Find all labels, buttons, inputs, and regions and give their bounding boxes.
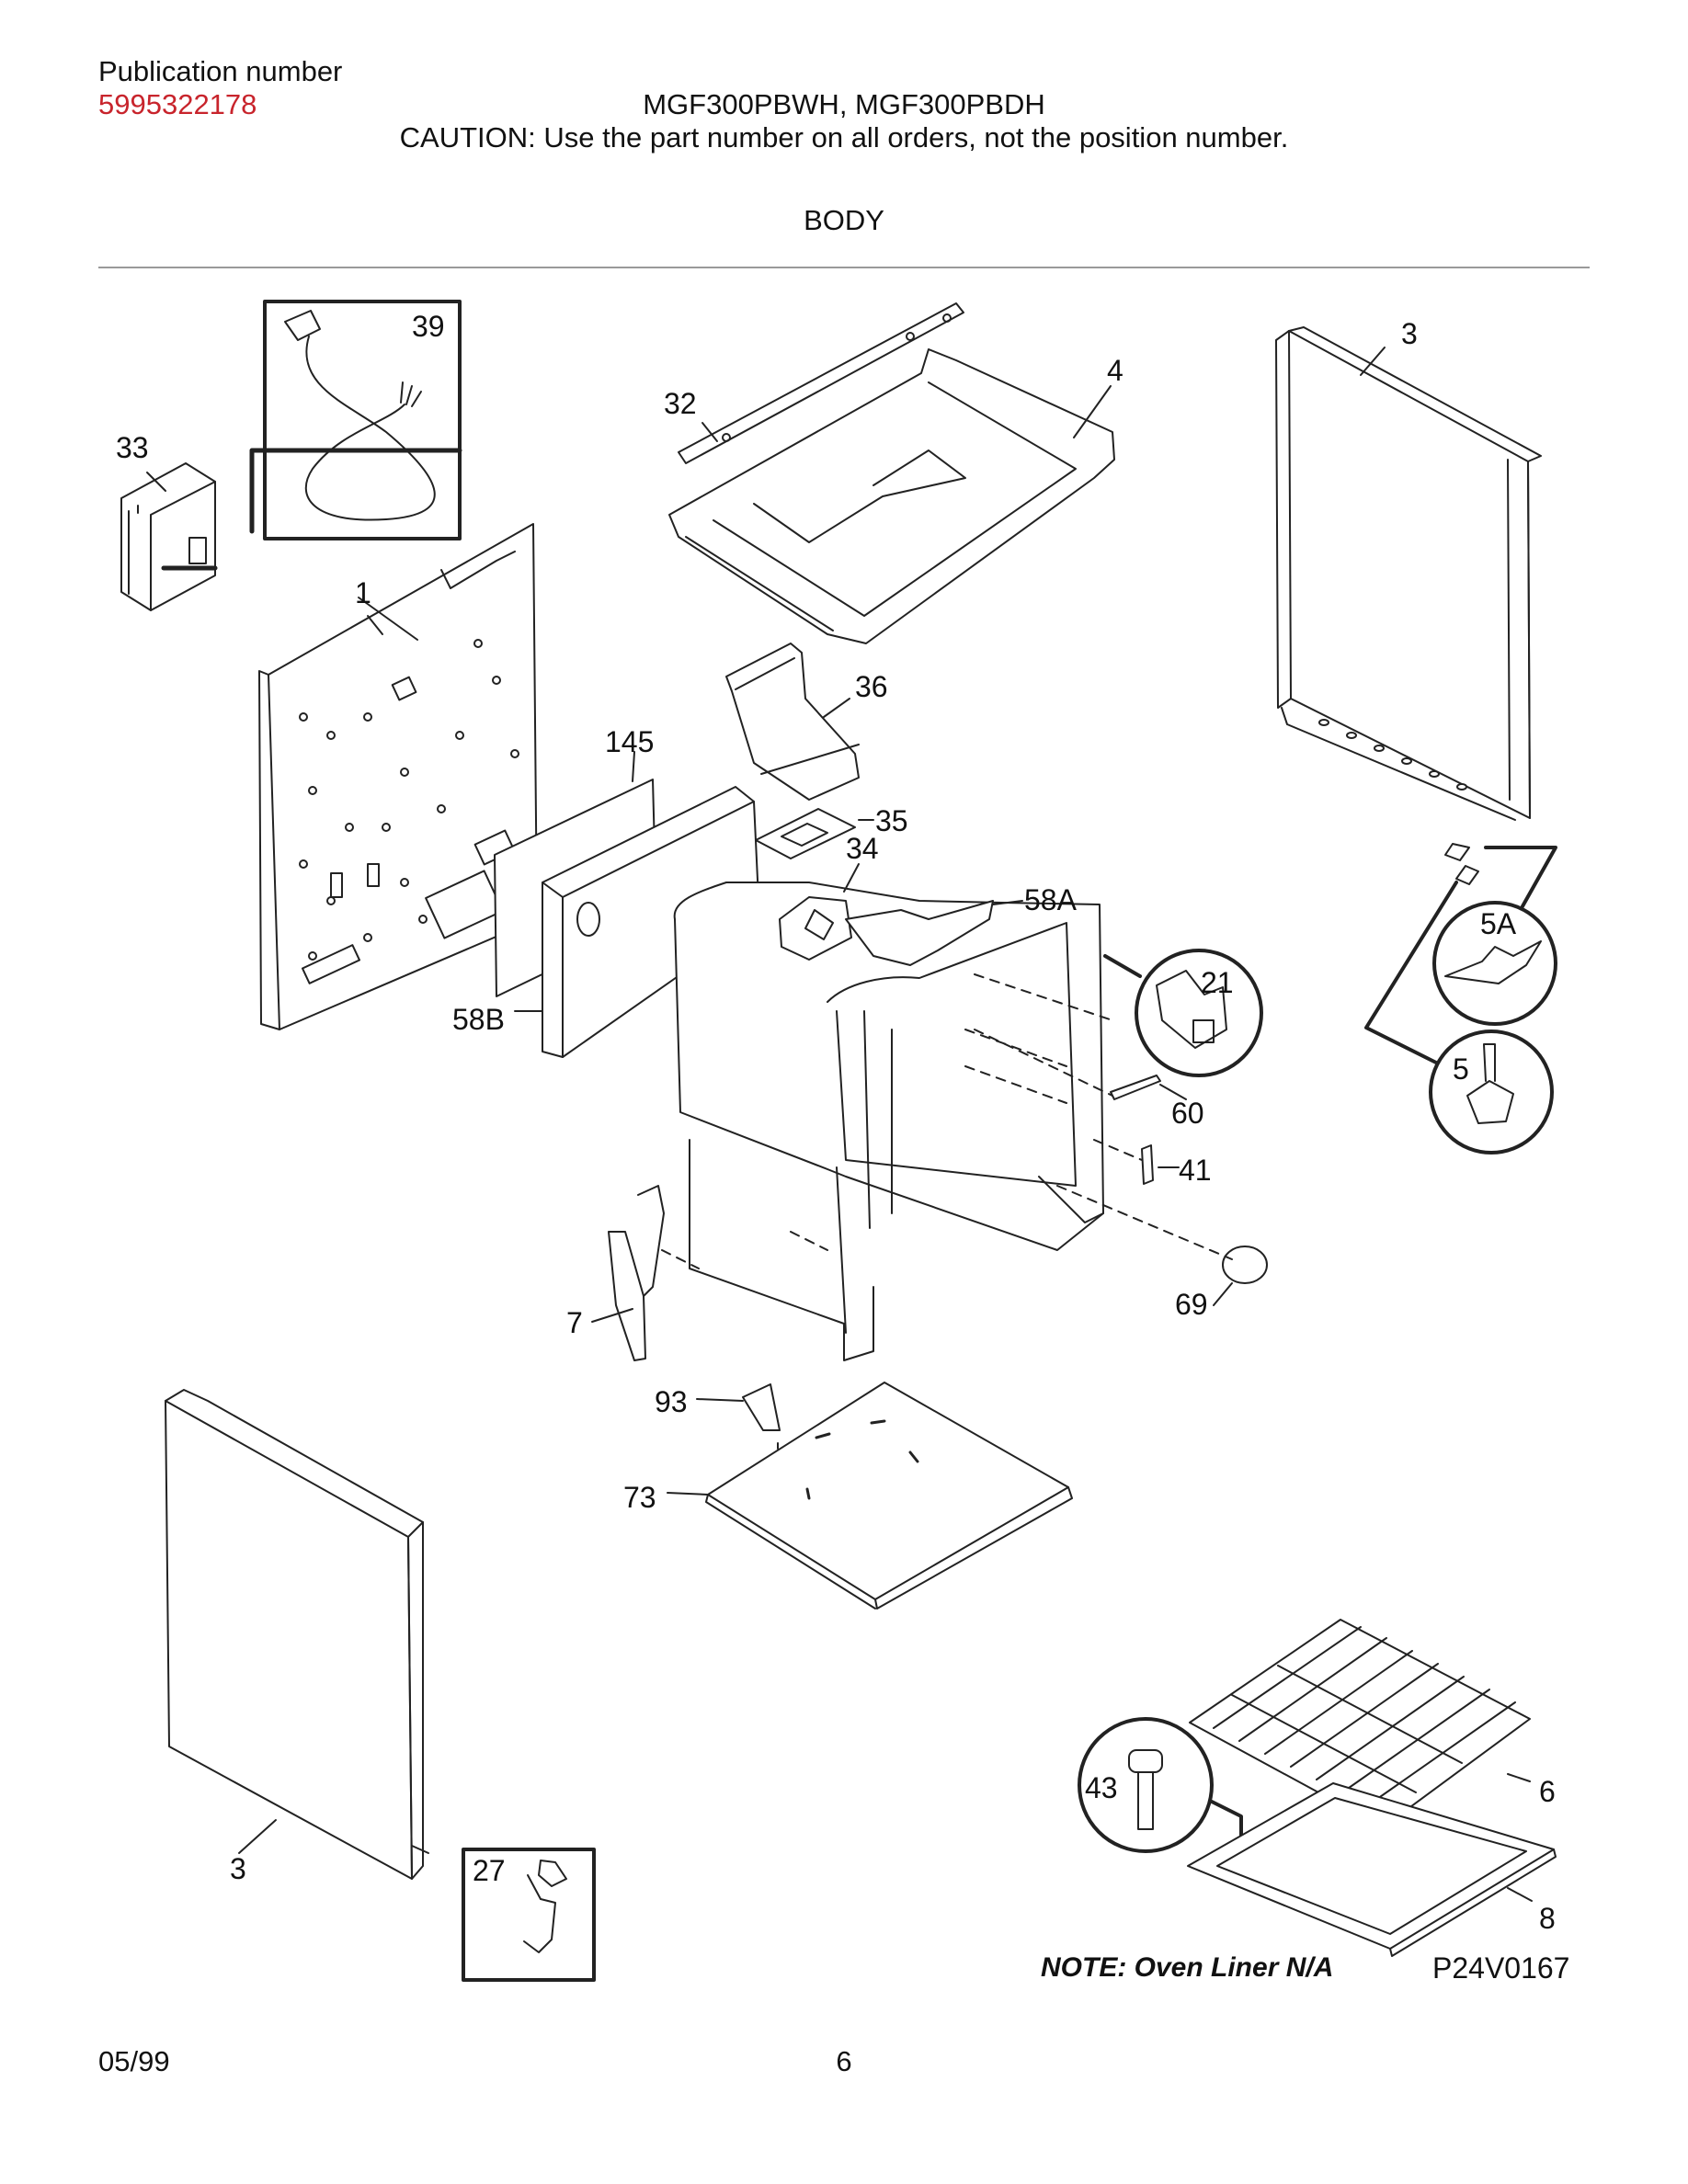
callout-69: 69 xyxy=(1175,1288,1208,1321)
power-cord-part-39 xyxy=(249,300,462,540)
callout-8: 8 xyxy=(1539,1902,1556,1935)
inset-part-21 xyxy=(1103,949,1263,1077)
section-title: BODY xyxy=(804,204,884,236)
hinge-parts xyxy=(974,973,1268,1306)
callout-34: 34 xyxy=(846,832,879,865)
hinge-part-7 xyxy=(608,1185,828,1361)
back-panel-part-1 xyxy=(258,523,538,1030)
callout-labels: 39 33 32 4 3 1 36 145 35 34 58A 5A 21 5 … xyxy=(116,310,1569,1985)
publication-number: 5995322178 xyxy=(98,88,257,120)
footer-date: 05/99 xyxy=(98,2045,170,2077)
oven-liner-part-8 xyxy=(1187,1782,1557,1957)
plate-part-35 xyxy=(755,808,874,859)
screw-inset-part-43 xyxy=(1078,1717,1243,1853)
burner-part-34 xyxy=(779,896,852,961)
callout-7: 7 xyxy=(566,1306,583,1339)
callout-93: 93 xyxy=(655,1385,688,1418)
callout-43: 43 xyxy=(1085,1771,1118,1804)
callout-6: 6 xyxy=(1539,1775,1556,1808)
callout-39: 39 xyxy=(412,310,445,343)
callout-33: 33 xyxy=(116,431,149,464)
callout-21: 21 xyxy=(1201,966,1234,999)
callout-32: 32 xyxy=(664,387,697,420)
callout-5A: 5A xyxy=(1480,907,1517,940)
side-panel-part-3-left xyxy=(165,1389,429,1880)
insulation-part-58B xyxy=(542,786,760,1058)
callout-leaders xyxy=(146,347,1533,1902)
drawing-code: P24V0167 xyxy=(1432,1951,1569,1985)
callout-35: 35 xyxy=(875,804,908,837)
callout-3-top: 3 xyxy=(1401,317,1418,350)
cooktop-support-part-4 xyxy=(668,348,1115,644)
callout-27: 27 xyxy=(473,1854,506,1887)
page-number: 6 xyxy=(836,2045,852,2077)
junction-box-part-33 xyxy=(120,462,218,611)
insulation-part-58A xyxy=(845,900,994,966)
oven-cavity-body xyxy=(673,882,1104,1361)
callout-58B: 58B xyxy=(452,1003,505,1036)
callout-73: 73 xyxy=(623,1481,656,1514)
callout-36: 36 xyxy=(855,670,888,703)
callout-60: 60 xyxy=(1171,1097,1204,1130)
bottom-tray-part-73 xyxy=(705,1382,1073,1610)
header-divider xyxy=(98,267,1590,268)
callout-1: 1 xyxy=(355,576,371,609)
callout-41: 41 xyxy=(1179,1154,1212,1187)
oven-liner-note: NOTE: Oven Liner N/A xyxy=(1041,1952,1333,1983)
leveler-insets xyxy=(1364,843,1557,1155)
bracket-part-32 xyxy=(678,302,964,464)
vent-duct-part-36 xyxy=(725,643,860,801)
callout-145: 145 xyxy=(605,725,654,758)
model-numbers: MGF300PBWH, MGF300PBDH xyxy=(643,88,1045,120)
side-panel-part-3-right xyxy=(1275,326,1542,821)
publication-number-label: Publication number xyxy=(98,55,343,87)
callout-3-bottom: 3 xyxy=(230,1852,246,1885)
callout-58A: 58A xyxy=(1024,883,1078,916)
clip-part-27 xyxy=(462,1848,596,1982)
caution-text: CAUTION: Use the part number on all orde… xyxy=(399,121,1289,154)
callout-5: 5 xyxy=(1453,1052,1469,1086)
callout-4: 4 xyxy=(1107,354,1123,387)
